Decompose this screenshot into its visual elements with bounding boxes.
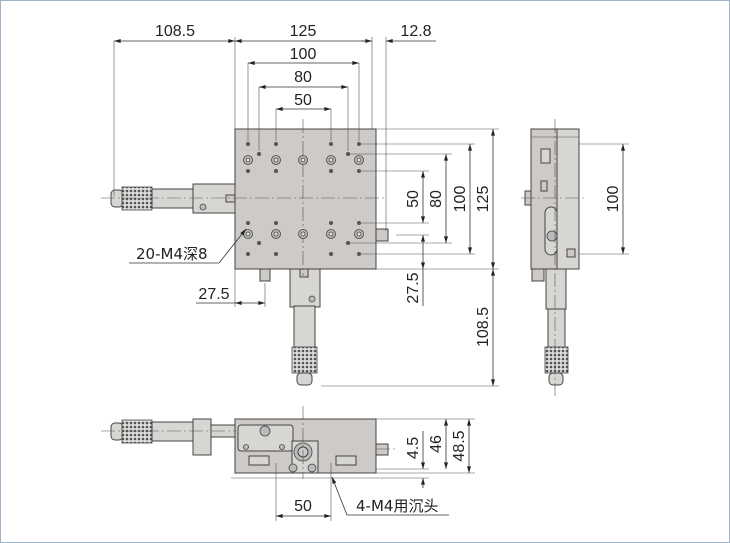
dim-50: 50 (294, 92, 312, 109)
x-micrometer (110, 183, 236, 214)
dim-108-5-vertical: 108.5 (475, 307, 492, 347)
counterbore-hole (245, 157, 251, 163)
dim-108-5: 108.5 (155, 23, 195, 40)
tapped-hole (274, 252, 278, 256)
front-view: 48.5 46 4.5 50 4-M4用沉头 (101, 406, 475, 521)
dim-12-8: 12.8 (400, 23, 431, 40)
tapped-hole (246, 252, 250, 256)
tapped-hole (357, 221, 361, 225)
dim-27-5-horizontal: 27.5 (198, 286, 229, 303)
counterbore-hole (356, 157, 362, 163)
dim-125-vertical: 125 (475, 186, 492, 213)
dim-100-side: 100 (605, 186, 622, 213)
counterbore-hole (328, 231, 334, 237)
counterbore-hole (273, 157, 279, 163)
tapped-hole (357, 169, 361, 173)
lock-screw (259, 268, 271, 282)
callout-4-m4: 4-M4用沉头 (356, 497, 438, 515)
tapped-hole (257, 241, 261, 245)
tapped-hole (274, 142, 278, 146)
tapped-hole (257, 152, 261, 156)
front-dimensions: 48.5 46 4.5 50 (231, 418, 475, 521)
top-horizontal-dimensions: 108.5 125 12.8 100 80 50 27.5 (113, 23, 436, 307)
tapped-hole (246, 142, 250, 146)
dim-50-front: 50 (294, 498, 312, 515)
dim-4-5: 4.5 (405, 437, 422, 459)
stage-plate (234, 128, 377, 270)
counterbore-hole (328, 157, 334, 163)
tapped-hole (329, 252, 333, 256)
top-vertical-dimensions: 125 108.5 100 80 50 27.5 (321, 128, 499, 387)
dim-80-vertical: 80 (428, 190, 445, 208)
side-view: 100 (521, 119, 629, 396)
tapped-hole (329, 221, 333, 225)
hole-callout: 20-M4深8 (129, 228, 247, 264)
dim-100-vertical: 100 (452, 186, 469, 213)
callout-20-m4: 20-M4深8 (136, 245, 208, 263)
tapped-hole (329, 142, 333, 146)
dim-100: 100 (290, 46, 317, 63)
tapped-hole (274, 169, 278, 173)
tapped-hole (357, 252, 361, 256)
y-micrometer (289, 268, 321, 386)
dim-27-5-vertical: 27.5 (405, 272, 422, 303)
countersink-callout: 4-M4用沉头 (331, 476, 449, 516)
dim-46: 46 (428, 435, 445, 453)
counterbore-hole (300, 231, 306, 237)
dim-125: 125 (290, 23, 317, 40)
tapped-hole (274, 221, 278, 225)
counterbore-hole (273, 231, 279, 237)
tapped-hole (357, 142, 361, 146)
dim-80: 80 (294, 69, 312, 86)
tapped-hole (329, 169, 333, 173)
counterbore-hole (245, 231, 251, 237)
dim-48-5: 48.5 (451, 430, 468, 461)
dim-50-vertical: 50 (405, 190, 422, 208)
top-view: 108.5 125 12.8 100 80 50 27.5 (101, 23, 499, 387)
counterbore-hole (300, 157, 306, 163)
mounting-holes (243, 142, 364, 256)
tapped-hole (246, 169, 250, 173)
counterbore-hole (356, 231, 362, 237)
tapped-hole (246, 221, 250, 225)
